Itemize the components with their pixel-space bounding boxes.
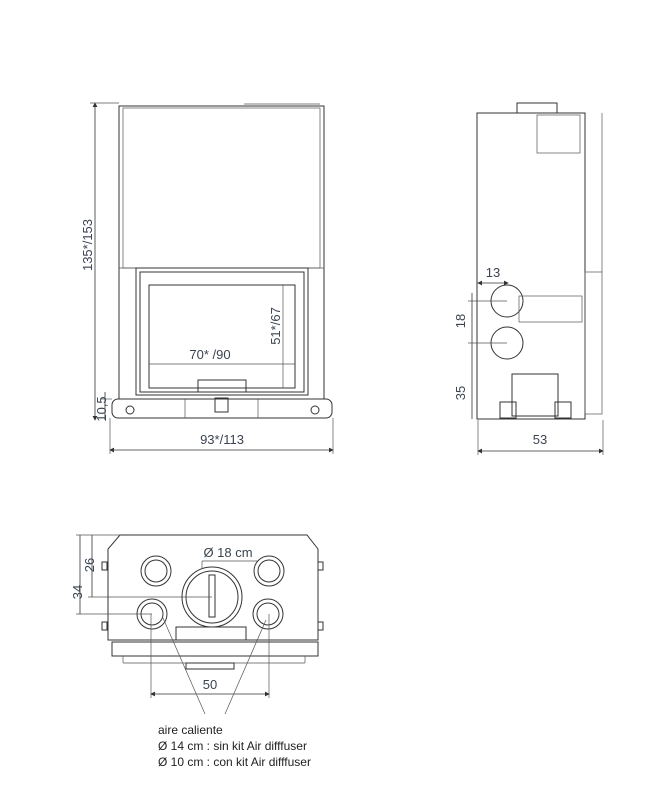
depth-dimension: 53	[533, 432, 547, 447]
offset-dimension: 13	[486, 265, 500, 280]
upper-panel	[122, 107, 321, 269]
width-dimension: 93*/113	[200, 432, 244, 447]
dimension-50: 50	[203, 677, 217, 692]
side-view: 13 18 35 53	[453, 102, 604, 455]
bottom-dimension: 35	[453, 386, 468, 400]
air-outlet	[252, 598, 284, 630]
glass	[148, 284, 296, 389]
note-line: Ø 10 cm : con kit Air difffuser	[158, 755, 311, 769]
top-view: Ø 18 cm 26 34 50 aire caliente Ø 14 cm :…	[70, 534, 324, 769]
front-view: 135*/153 10,5 93*/113 70* /90 51*/67	[80, 102, 334, 454]
top-body	[107, 534, 319, 641]
air-outlet	[253, 555, 285, 587]
door-frame	[135, 267, 309, 396]
dimension-34: 34	[70, 585, 85, 599]
note-line: Ø 14 cm : sin kit Air difffuser	[158, 739, 307, 753]
air-outlet	[140, 555, 172, 587]
door-handle	[197, 379, 247, 393]
spacing-dimension: 18	[453, 314, 468, 328]
glass-height-dimension: 51*/67	[268, 307, 283, 345]
flue-diameter-label: Ø 18 cm	[203, 545, 252, 560]
front-base	[111, 398, 333, 419]
base-dimension: 10,5	[94, 396, 109, 421]
dimension-26: 26	[82, 558, 97, 572]
glass-width-dimension: 70* /90	[189, 347, 230, 362]
height-dimension: 135*/153	[80, 219, 95, 271]
note-line: aire caliente	[158, 723, 223, 737]
